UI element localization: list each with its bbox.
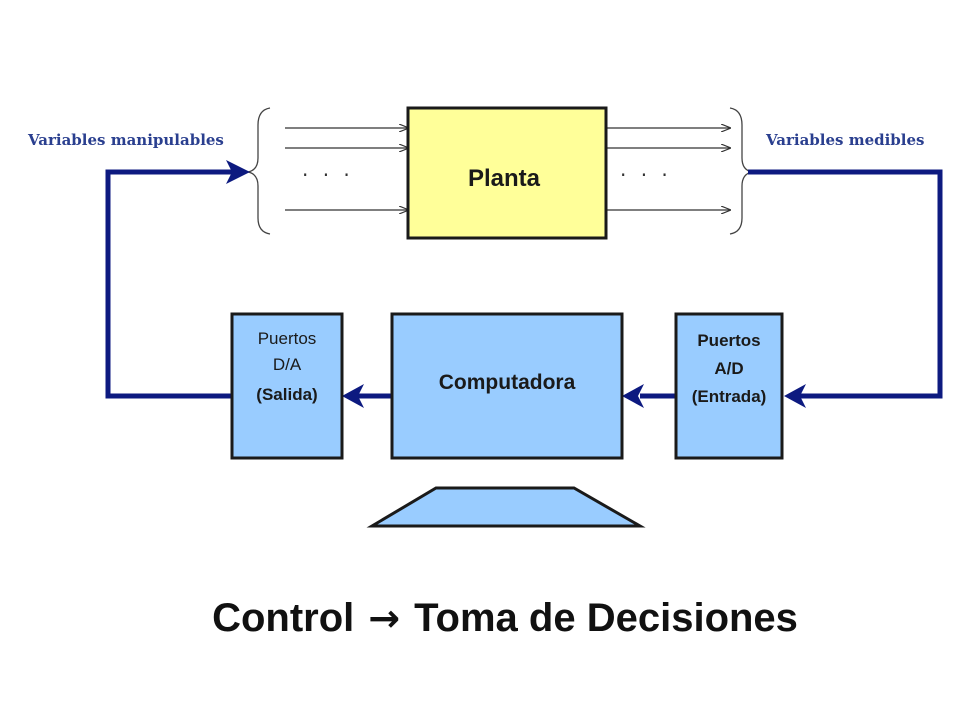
caption-decisiones: Toma de Decisiones: [414, 596, 798, 640]
input-arrows: [285, 128, 408, 210]
ad-port-box: [674, 312, 784, 460]
arrowhead-into-computadora: [622, 384, 644, 408]
da-port-label-line2: D/A: [273, 355, 302, 374]
ad-port-label-line2: A/D: [714, 359, 743, 378]
da-port-box: [230, 312, 344, 460]
da-port-label-line1: Puertos: [258, 329, 317, 348]
slide-caption: Control → Toma de Decisiones: [0, 596, 960, 641]
input-ellipsis: · · ·: [302, 163, 354, 187]
output-ellipsis: · · ·: [620, 163, 672, 187]
output-arrows: [606, 128, 730, 210]
computer-base: [366, 486, 646, 528]
right-arrow-icon: →: [368, 596, 401, 640]
caption-control: Control: [212, 596, 355, 640]
computadora-label: Computadora: [439, 371, 576, 394]
arrowhead-into-da-port: [342, 384, 364, 408]
da-port-label-line3: (Salida): [256, 385, 317, 404]
feedback-loop: [105, 169, 943, 399]
variables-medibles-label: Variables medibles: [765, 131, 924, 149]
variables-manipulables-label: Variables manipulables: [27, 131, 224, 149]
arrowhead-into-ad-port: [784, 384, 806, 408]
ad-port-label-line3: (Entrada): [692, 387, 767, 406]
input-brace: [247, 107, 271, 235]
loop-arrowheads: [226, 160, 806, 408]
planta-box: [406, 106, 608, 240]
arrowhead-into-manipulables: [226, 160, 250, 184]
ad-port-label-line1: Puertos: [697, 331, 760, 350]
computadora-box: [390, 312, 624, 460]
planta-label: Planta: [468, 165, 541, 192]
